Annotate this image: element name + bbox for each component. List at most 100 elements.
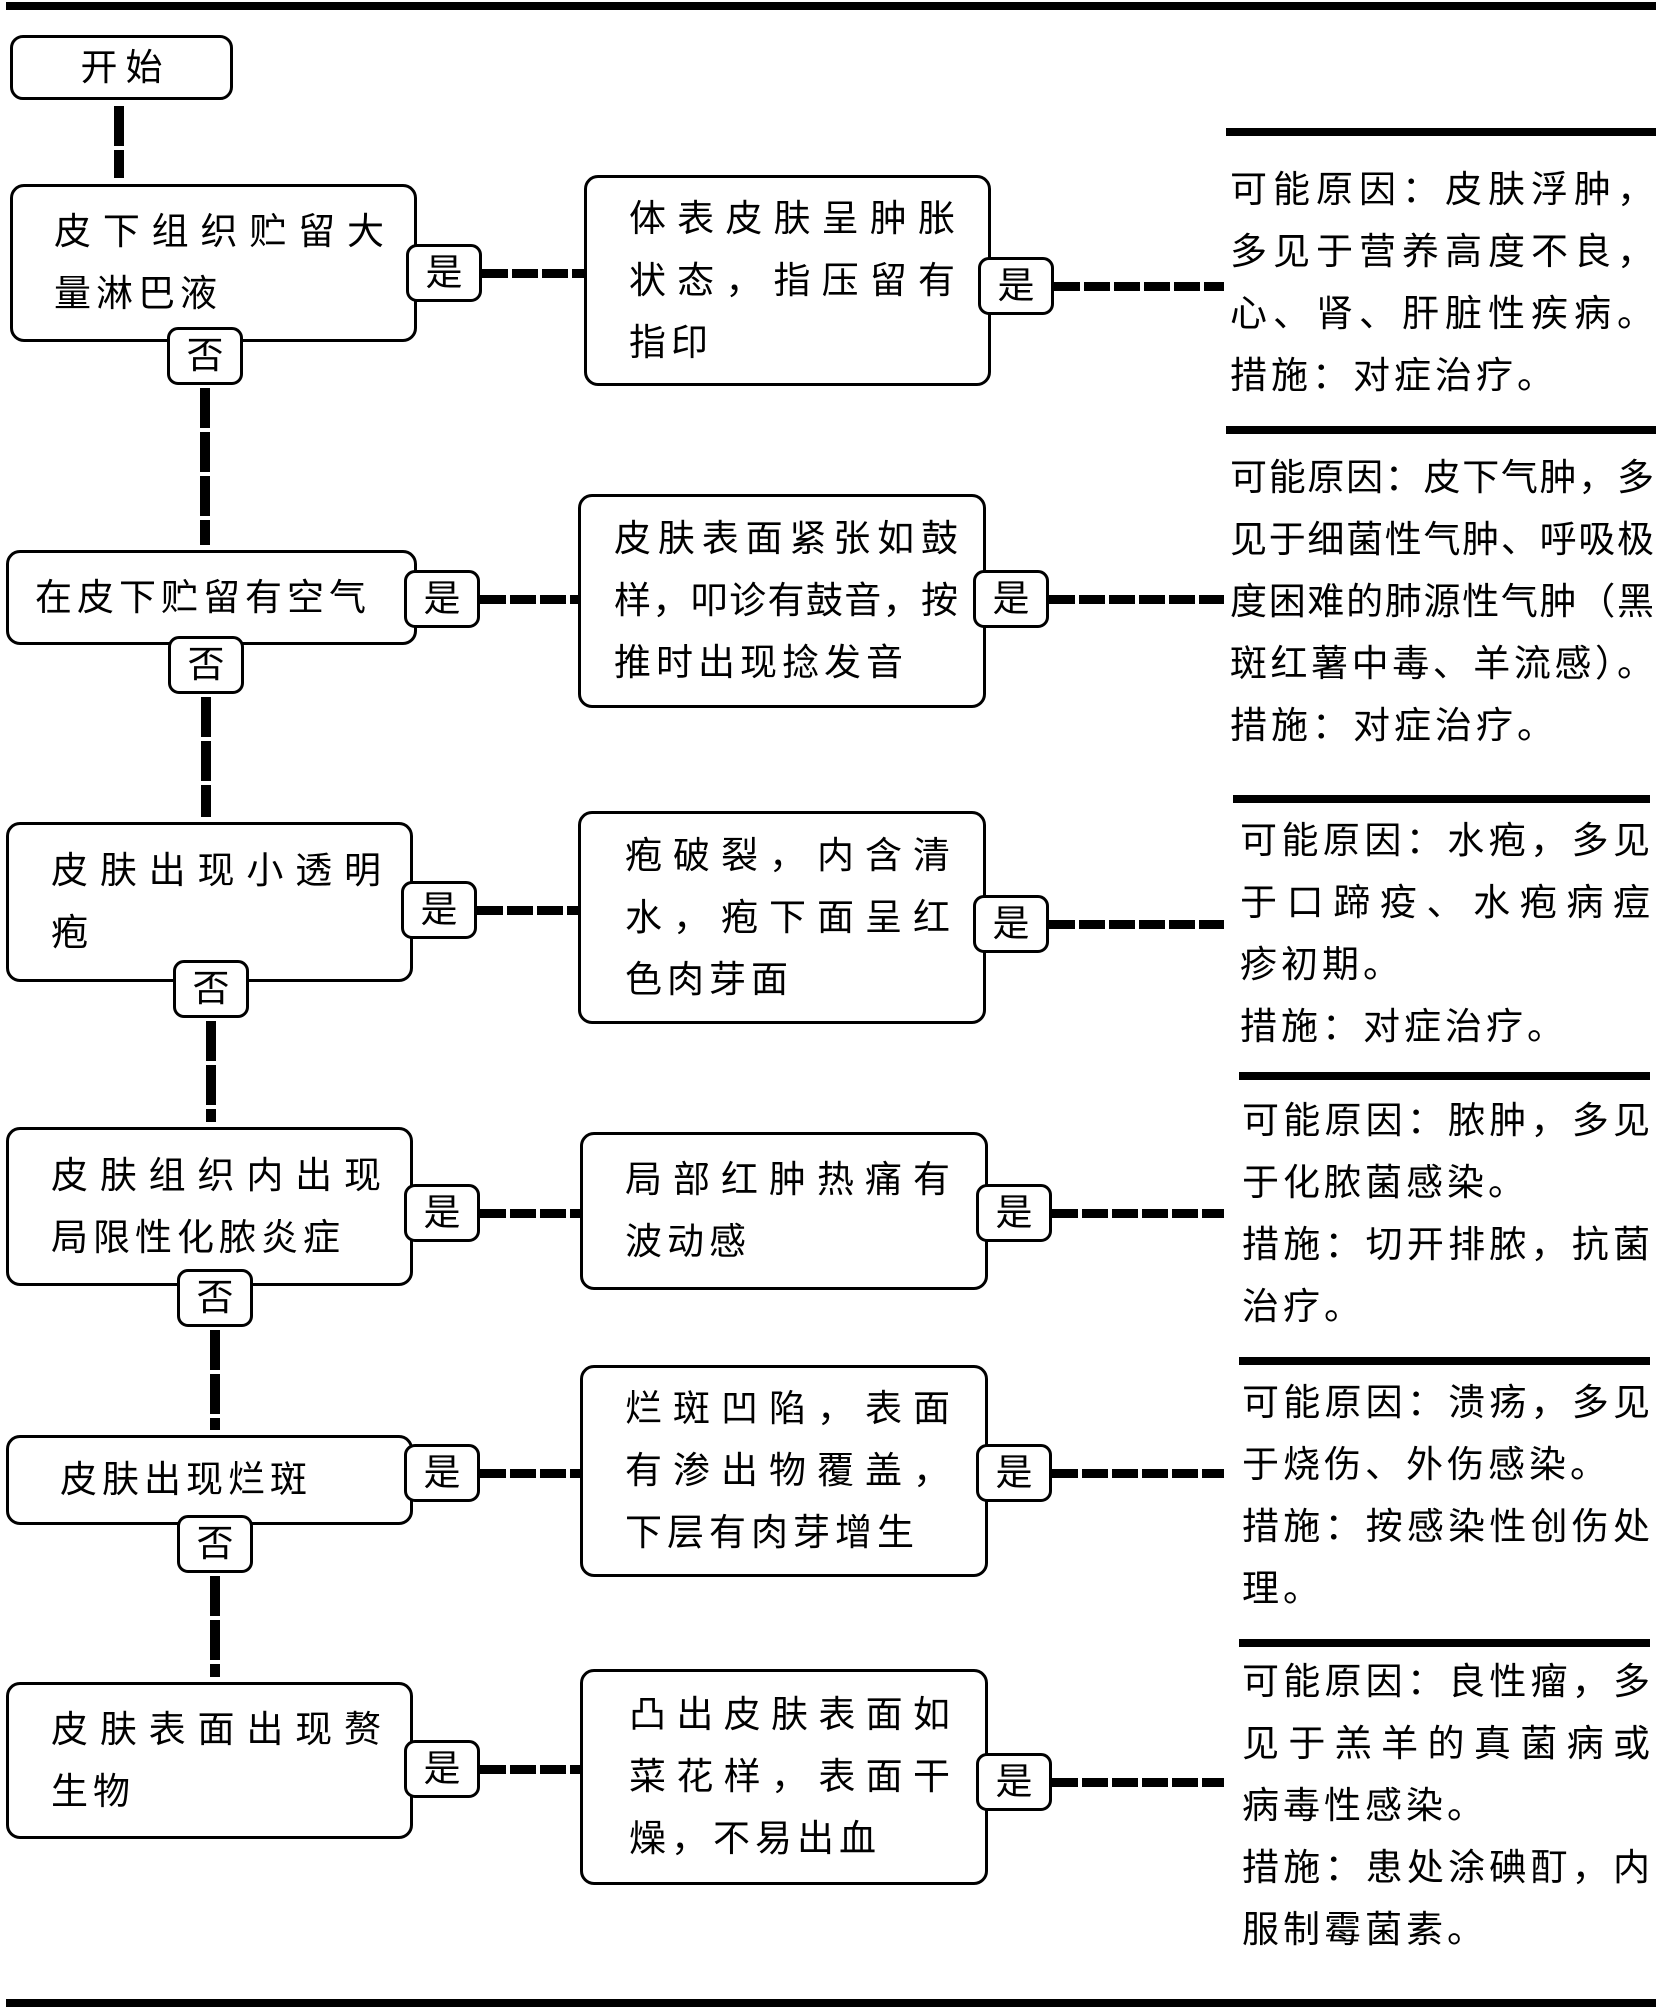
condition-yes-label: 是: [404, 1184, 480, 1242]
no-label: 否: [177, 1269, 253, 1327]
condition-text: 在皮下贮留有空气: [35, 575, 371, 619]
result-divider: [1239, 1072, 1650, 1080]
cause-text: 斑红薯中毒、羊流感）。: [1230, 642, 1654, 685]
sign-text: 波动感: [625, 1220, 751, 1263]
sign-text: 指印: [629, 320, 713, 364]
condition-text-block: 皮肤出现小透明疱: [51, 825, 381, 979]
condition-box-2: 在皮下贮留有空气: [6, 550, 417, 645]
cause-text: 见于细菌性气肿、呼吸极: [1230, 518, 1654, 561]
sign-yes-label: 是: [973, 895, 1049, 953]
sign-text: 凸出皮肤表面如: [629, 1693, 950, 1736]
cause-text: 可能原因：脓肿，多见: [1242, 1099, 1650, 1142]
condition-box-3: 皮肤出现小透明疱: [6, 822, 413, 982]
cause-text: 可能原因：良性瘤，多: [1242, 1660, 1650, 1703]
result-block-5: 可能原因：溃疡，多见于烧伤、外伤感染。措施：按感染性创伤处理。: [1242, 1372, 1650, 1620]
no-connector: [201, 697, 211, 817]
condition-text: 量淋巴液: [54, 272, 222, 315]
no-connector: [206, 1021, 216, 1122]
measure-text: 治疗。: [1242, 1285, 1365, 1328]
sign-yes-arrow: [1049, 595, 1224, 604]
no-connector: [210, 1576, 220, 1677]
sign-yes-arrow: [1054, 282, 1224, 291]
no-connector: [210, 1330, 220, 1430]
condition-yes-label: 是: [404, 570, 480, 628]
sign-text-block: 局部红肿热痛有波动感: [625, 1135, 950, 1287]
condition-text: 皮肤组织内出现: [51, 1153, 381, 1197]
sign-text-block: 凸出皮肤表面如菜花样，表面干燥，不易出血: [629, 1672, 950, 1882]
measure-text: 措施：切开排脓，抗菌: [1242, 1223, 1650, 1266]
measure-text: 措施：对症治疗。: [1230, 354, 1558, 397]
result-block-4: 可能原因：脓肿，多见于化脓菌感染。措施：切开排脓，抗菌治疗。: [1242, 1090, 1650, 1338]
result-block-1: 可能原因：皮肤浮肿，多见于营养高度不良，心、肾、肝脏性疾病。措施：对症治疗。: [1230, 159, 1654, 407]
condition-text-block: 皮肤出现烂斑: [60, 1438, 380, 1522]
sign-box-2: 皮肤表面紧张如鼓样，叩诊有鼓音，按推时出现捻发音: [578, 494, 986, 708]
sign-yes-arrow: [1052, 1778, 1224, 1787]
condition-yes-arrow: [480, 1765, 580, 1774]
sign-text: 状态，指压留有: [629, 258, 955, 302]
sign-yes-label: 是: [976, 1753, 1052, 1811]
cause-text: 于烧伤、外伤感染。: [1242, 1443, 1611, 1486]
measure-text: 措施：对症治疗。: [1230, 704, 1558, 747]
cause-text: 于口蹄疫、水疱病痘: [1240, 881, 1650, 924]
cause-text: 可能原因：水疱，多见: [1240, 819, 1650, 862]
cause-text: 疹初期。: [1240, 943, 1404, 986]
sign-text: 燥，不易出血: [629, 1817, 881, 1860]
sign-text: 色肉芽面: [625, 957, 793, 1001]
measure-text: 措施：对症治疗。: [1240, 1005, 1568, 1048]
measure-text: 理。: [1242, 1567, 1324, 1610]
no-label: 否: [168, 636, 244, 694]
sign-text-block: 疱破裂，内含清水，疱下面呈红色肉芽面: [625, 814, 950, 1021]
sign-yes-arrow: [1052, 1209, 1224, 1218]
cause-text: 可能原因：皮肤浮肿，: [1230, 168, 1654, 211]
condition-text-block: 皮肤表面出现赘生物: [51, 1685, 381, 1836]
result-block-6: 可能原因：良性瘤，多见于羔羊的真菌病或病毒性感染。措施：患处涂碘酊，内服制霉菌素…: [1242, 1651, 1650, 1961]
result-divider: [1239, 1357, 1650, 1365]
bottom-rule: [6, 1999, 1656, 2007]
sign-text: 样，叩诊有鼓音，按: [614, 579, 958, 622]
cause-text: 多见于营养高度不良，: [1230, 230, 1654, 273]
sign-yes-label: 是: [978, 257, 1054, 315]
condition-text: 皮肤出现烂斑: [60, 1458, 312, 1501]
sign-text: 推时出现捻发音: [614, 641, 908, 684]
sign-text-block: 烂斑凹陷，表面有渗出物覆盖，下层有肉芽增生: [625, 1368, 950, 1574]
condition-text: 皮肤出现小透明: [51, 849, 381, 892]
condition-text: 疱: [51, 911, 93, 954]
sign-yes-label: 是: [976, 1444, 1052, 1502]
sign-yes-label: 是: [976, 1184, 1052, 1242]
condition-yes-label: 是: [404, 1444, 480, 1502]
sign-text: 水，疱下面呈红: [625, 895, 950, 939]
condition-yes-arrow: [480, 595, 578, 604]
condition-text: 皮肤表面出现赘: [51, 1707, 381, 1751]
sign-text: 疱破裂，内含清: [625, 833, 950, 877]
condition-yes-arrow: [480, 1469, 580, 1478]
result-block-3: 可能原因：水疱，多见于口蹄疫、水疱病痘疹初期。措施：对症治疗。: [1240, 810, 1650, 1058]
sign-box-6: 凸出皮肤表面如菜花样，表面干燥，不易出血: [580, 1669, 988, 1885]
sign-text-block: 皮肤表面紧张如鼓样，叩诊有鼓音，按推时出现捻发音: [614, 497, 958, 705]
sign-text: 烂斑凹陷，表面: [625, 1387, 950, 1430]
condition-box-6: 皮肤表面出现赘生物: [6, 1682, 413, 1839]
result-divider: [1226, 426, 1656, 434]
cause-text: 见于羔羊的真菌病或: [1242, 1722, 1650, 1765]
sign-yes-arrow: [1049, 920, 1224, 929]
start-connector: [114, 106, 124, 178]
measure-text: 措施：按感染性创伤处: [1242, 1505, 1650, 1548]
sign-box-4: 局部红肿热痛有波动感: [580, 1132, 988, 1290]
cause-text: 病毒性感染。: [1242, 1784, 1488, 1827]
condition-text-block: 皮肤组织内出现局限性化脓炎症: [51, 1130, 381, 1283]
result-divider: [1233, 795, 1650, 803]
sign-box-5: 烂斑凹陷，表面有渗出物覆盖，下层有肉芽增生: [580, 1365, 988, 1577]
sign-text: 下层有肉芽增生: [625, 1511, 919, 1554]
condition-box-1: 皮下组织贮留大量淋巴液: [10, 184, 417, 342]
sign-box-3: 疱破裂，内含清水，疱下面呈红色肉芽面: [578, 811, 986, 1024]
cause-text: 于化脓菌感染。: [1242, 1161, 1529, 1204]
sign-yes-arrow: [1052, 1469, 1224, 1478]
cause-text: 度困难的肺源性气肿（黑: [1230, 580, 1654, 623]
condition-text-block: 皮下组织贮留大量淋巴液: [54, 187, 384, 339]
condition-text: 生物: [51, 1769, 135, 1813]
condition-yes-arrow: [482, 269, 584, 278]
condition-yes-arrow: [480, 1209, 580, 1218]
result-divider: [1239, 1639, 1650, 1647]
cause-text: 可能原因：皮下气肿，多: [1230, 456, 1654, 499]
no-label: 否: [173, 960, 249, 1018]
condition-yes-label: 是: [406, 244, 482, 302]
